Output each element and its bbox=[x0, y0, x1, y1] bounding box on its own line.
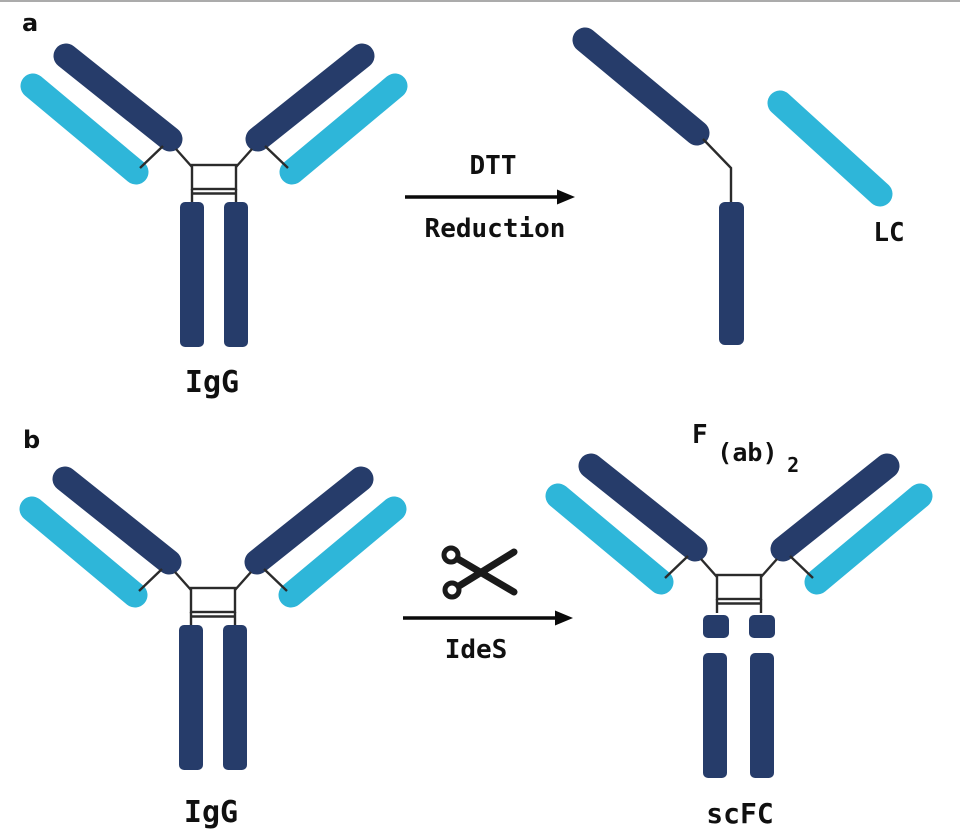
scfc-label: scFC bbox=[706, 797, 773, 830]
panel-a-marker: a bbox=[22, 9, 38, 37]
igg-label-b: IgG bbox=[184, 795, 238, 830]
enzyme-label: IdeS bbox=[445, 635, 508, 665]
panel-b-marker: b bbox=[23, 426, 40, 454]
free-light-chain bbox=[767, 90, 893, 207]
igg-antibody-a bbox=[33, 56, 395, 347]
arrow-head-icon bbox=[557, 189, 575, 205]
ides-arrow: IdeS bbox=[403, 610, 573, 665]
scissors-icon bbox=[441, 545, 518, 600]
top-border bbox=[0, 0, 960, 2]
igg-antibody-b bbox=[32, 479, 394, 770]
fab2-scfc-fragment bbox=[558, 466, 920, 778]
light-chain-label: LC bbox=[873, 218, 904, 248]
reduced-heavy-chain bbox=[572, 27, 744, 345]
process-label: Reduction bbox=[425, 214, 566, 244]
reduction-arrow: DTT Reduction bbox=[405, 151, 575, 244]
fab2-label: F (ab) 2 bbox=[692, 420, 799, 477]
arrow-head-icon bbox=[555, 610, 573, 626]
igg-label-a: IgG bbox=[185, 365, 239, 400]
panel-a: a IgG DTT Reduction LC bbox=[22, 9, 905, 400]
panel-b: b IgG IdeS F (ab) 2 scFC bbox=[23, 420, 920, 830]
reagent-label: DTT bbox=[470, 151, 517, 181]
